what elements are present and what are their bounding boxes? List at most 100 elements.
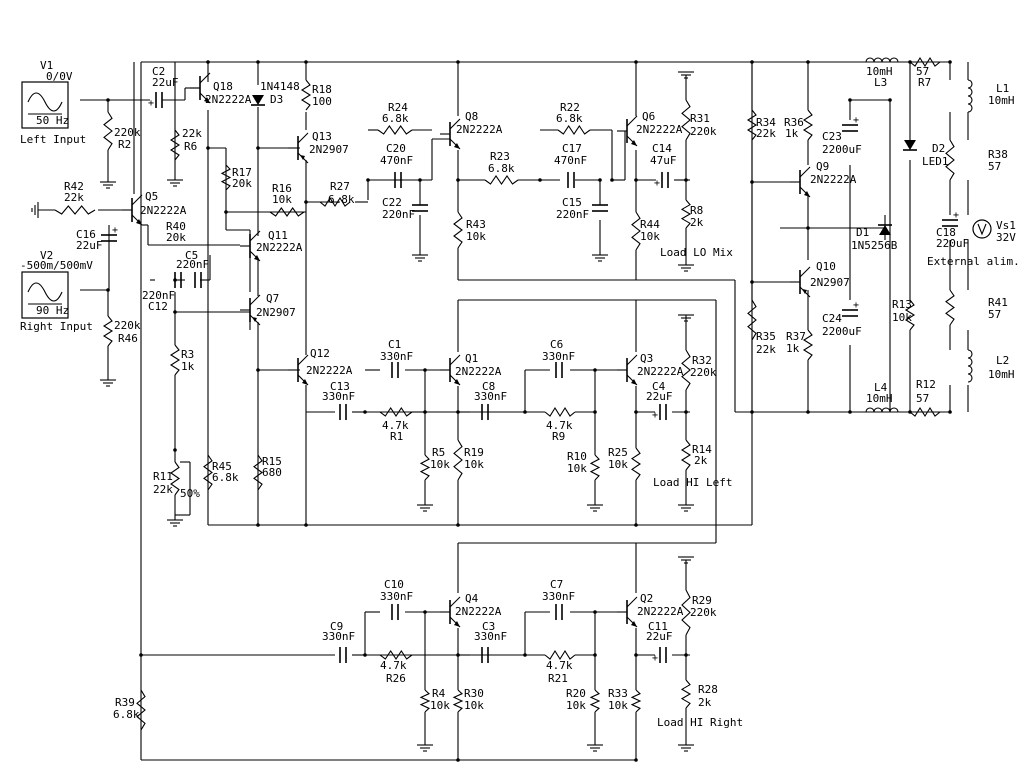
svg-text:+: + (652, 653, 658, 664)
ground-icon (417, 744, 433, 752)
label-C17: C17 (562, 142, 582, 155)
capacitor-C9 (339, 647, 347, 663)
junction-dot (684, 653, 688, 657)
label-Q9: Q9 (816, 160, 829, 173)
label-R29: R29 (692, 594, 712, 607)
value-C2: 22uF (152, 76, 179, 89)
svg-text:+: + (112, 225, 118, 236)
label-C6: C6 (550, 338, 563, 351)
resistor-R30 (452, 689, 464, 713)
label-load-hi-left: Load HI Left (653, 476, 732, 489)
label-C15: C15 (562, 196, 582, 209)
value-R36: 1k (785, 127, 799, 140)
label-R32: R32 (692, 354, 712, 367)
ground-icon (100, 379, 116, 387)
capacitor-C15 (592, 204, 608, 212)
resistor-R39 (136, 689, 146, 731)
capacitor-C20 (394, 172, 402, 188)
value-R19: 10k (464, 458, 484, 471)
label-C11: C11 (648, 620, 668, 633)
label-load-hi-right: Load HI Right (657, 716, 743, 729)
resistor-R17 (220, 164, 232, 191)
resistor-R31 (681, 99, 691, 141)
value-R40: 20k (166, 231, 186, 244)
junction-dot (888, 98, 892, 102)
capacitor-C14: + (654, 172, 669, 189)
resistor-R5 (419, 454, 431, 481)
value-C3: 330nF (474, 630, 507, 643)
label-R8: R8 (690, 204, 703, 217)
resistor-R43 (453, 211, 463, 249)
transistor-Q8 (440, 118, 461, 150)
signal-source-V1 (21, 81, 69, 129)
transistor-Q18 (190, 72, 211, 104)
label-Q12: Q12 (310, 347, 330, 360)
ground-icon (167, 519, 183, 527)
resistor-R10 (589, 454, 601, 481)
label-R3: R3 (181, 348, 194, 361)
label-Q11: Q11 (268, 229, 288, 242)
value-C18: 220uF (936, 237, 969, 250)
value-R42: 22k (64, 191, 84, 204)
svg-text:+: + (654, 178, 660, 189)
resistor-R41 (945, 289, 955, 326)
junction-dot (598, 178, 602, 182)
value-Q18: 2N2222A (205, 93, 252, 106)
resistor-R4 (419, 689, 431, 713)
label-Q18: Q18 (213, 80, 233, 93)
resistor-R16 (269, 207, 305, 217)
capacitor-C18: + (942, 210, 959, 227)
junction-dot (304, 200, 308, 204)
value-R7: 57 (916, 65, 929, 78)
label-R15: R15 (262, 455, 282, 468)
junction-dot (206, 60, 210, 64)
label-Q4: Q4 (465, 592, 479, 605)
label-R37: R37 (786, 330, 806, 343)
label-Q13: Q13 (312, 130, 332, 143)
label-L2: L2 (996, 354, 1009, 367)
label-L1: L1 (996, 82, 1009, 95)
value-R37: 1k (786, 342, 800, 355)
inductor-L1 (967, 79, 973, 113)
label-R21: R21 (548, 672, 568, 685)
value-R26: 4.7k (380, 659, 407, 672)
value-L4: 10mH (866, 392, 893, 405)
capacitor-C1 (391, 362, 399, 378)
ground-icon (412, 254, 428, 262)
value-R27: 6.8k (328, 193, 355, 206)
label-R44: R44 (640, 218, 660, 231)
label-R19: R19 (464, 446, 484, 459)
junction-dot (538, 178, 542, 182)
resistor-R14 (680, 439, 692, 471)
inductor-L2 (967, 349, 973, 383)
junction-dot (593, 653, 597, 657)
value-Q13: 2N2907 (309, 143, 349, 156)
label-R46: R46 (118, 332, 138, 345)
resistor-R1 (379, 407, 413, 417)
value-Q6: 2N2222A (636, 123, 683, 136)
value-R12: 57 (916, 392, 929, 405)
resistor-R12 (909, 406, 941, 418)
label-C8: C8 (482, 380, 495, 393)
value-C22: 220nF (382, 208, 415, 221)
label-R42: R42 (64, 180, 84, 193)
label-Q2: Q2 (640, 592, 653, 605)
ground-icon (678, 71, 694, 79)
resistor-R11 (170, 461, 180, 496)
resistor-R35 (747, 299, 757, 341)
label-C20: C20 (386, 142, 406, 155)
junction-dot (948, 410, 952, 414)
ground-icon (592, 254, 608, 262)
transistor-Q4 (440, 596, 461, 628)
value-R43: 10k (466, 230, 486, 243)
value-Q1: 2N2222A (455, 365, 502, 378)
capacitor-C23: + (842, 115, 859, 132)
capacitor-C6 (555, 362, 563, 378)
caption-right-input: Right Input (20, 320, 93, 333)
ground-icon (100, 181, 116, 189)
transistor-Q5 (122, 194, 143, 226)
value-Q2: 2N2222A (637, 605, 684, 618)
value-L2: 10mH (988, 368, 1015, 381)
junction-dot (848, 98, 852, 102)
label-R13: R13 (892, 298, 912, 311)
